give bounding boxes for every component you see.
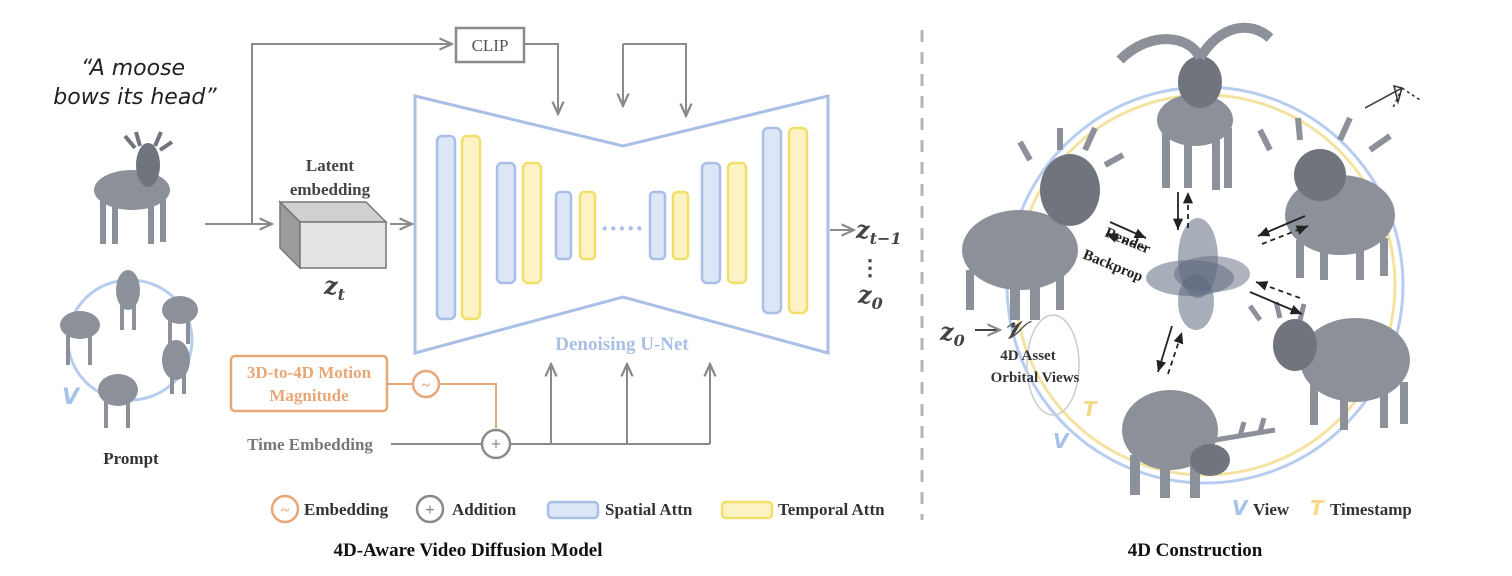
gaussian-splats-icon	[1146, 218, 1250, 330]
latent-label-line1: Latent	[306, 156, 355, 175]
moose-figures-orbit	[962, 22, 1410, 498]
zt-label: zt	[323, 271, 346, 304]
unet-attention-blocks	[435, 126, 809, 321]
moose-left	[962, 126, 1125, 320]
asset-label-line1: 4D Asset	[1000, 348, 1055, 364]
connector-lines	[205, 44, 686, 224]
legend-temporal-label: Temporal Attn	[778, 500, 885, 519]
prompt-text-line2: bows its head”	[53, 85, 217, 110]
view-symbol-left: V	[62, 385, 81, 410]
output-vdots: ⋮	[859, 255, 881, 280]
unet-dots: ·····	[600, 214, 643, 243]
latent-label-line2: embedding	[290, 180, 371, 199]
unet-label: Denoising U-Net	[555, 334, 689, 355]
legend: ~ Embedding + Addition Spatial Attn Temp…	[270, 494, 885, 524]
legend-spatial-label: Spatial Attn	[605, 500, 693, 519]
clip-label: CLIP	[472, 36, 509, 55]
moose-image-single	[94, 131, 174, 244]
asset-label-line2: Orbital Views	[991, 370, 1080, 386]
legend-timestamp-symbol: T	[1310, 496, 1325, 520]
unet-shape	[413, 94, 830, 355]
legend-embedding-icon	[270, 494, 300, 524]
moose-right-bottom	[1247, 301, 1410, 430]
latent-cube	[278, 200, 388, 270]
legend-timestamp-label: Timestamp	[1330, 500, 1412, 519]
prompt-text-line1: “A moose	[81, 56, 185, 81]
orbital-views-ellipse	[1026, 314, 1080, 416]
z0-target-symbol: 𝒱	[1004, 315, 1032, 344]
right-caption: 4D Construction	[1128, 540, 1263, 561]
legend-view-label: View	[1253, 500, 1290, 519]
output-top: zt−1	[855, 215, 902, 248]
motion-label-line2: Magnitude	[269, 386, 349, 405]
time-embedding-label: Time Embedding	[247, 435, 373, 454]
timestamp-symbol-orbit: T	[1083, 397, 1098, 421]
output-bottom: z0	[857, 280, 883, 313]
moose-right-top	[1257, 116, 1395, 280]
add-to-unet-lines	[510, 364, 710, 445]
moose-bottom	[1122, 390, 1276, 498]
legend-addition-icon	[415, 494, 445, 524]
view-symbol-orbit: V	[1053, 429, 1070, 453]
legend-embedding-label: Embedding	[304, 500, 389, 519]
render-backprop-arrows	[1105, 192, 1309, 375]
moose-top	[1116, 22, 1274, 190]
addition-icon-symbol: +	[491, 434, 501, 454]
z0-label: z0	[939, 317, 965, 350]
legend-embedding-symbol: ~	[281, 502, 290, 519]
legend-addition-symbol: +	[425, 500, 435, 519]
embedding-icon-symbol: ~	[422, 377, 431, 394]
legend-addition-label: Addition	[452, 500, 517, 519]
left-caption: 4D-Aware Video Diffusion Model	[334, 540, 603, 561]
moose-orbit-image	[60, 270, 198, 428]
legend-spatial-swatch	[546, 500, 600, 520]
prompt-label: Prompt	[103, 449, 159, 468]
legend-view-symbol: V	[1232, 496, 1249, 520]
embed-to-add-line	[439, 383, 497, 428]
legend-temporal-swatch	[720, 500, 774, 520]
clip-box	[454, 26, 526, 64]
motion-label-line1: 3D-to-4D Motion	[247, 363, 372, 382]
camera-eye-icon	[1364, 84, 1421, 111]
